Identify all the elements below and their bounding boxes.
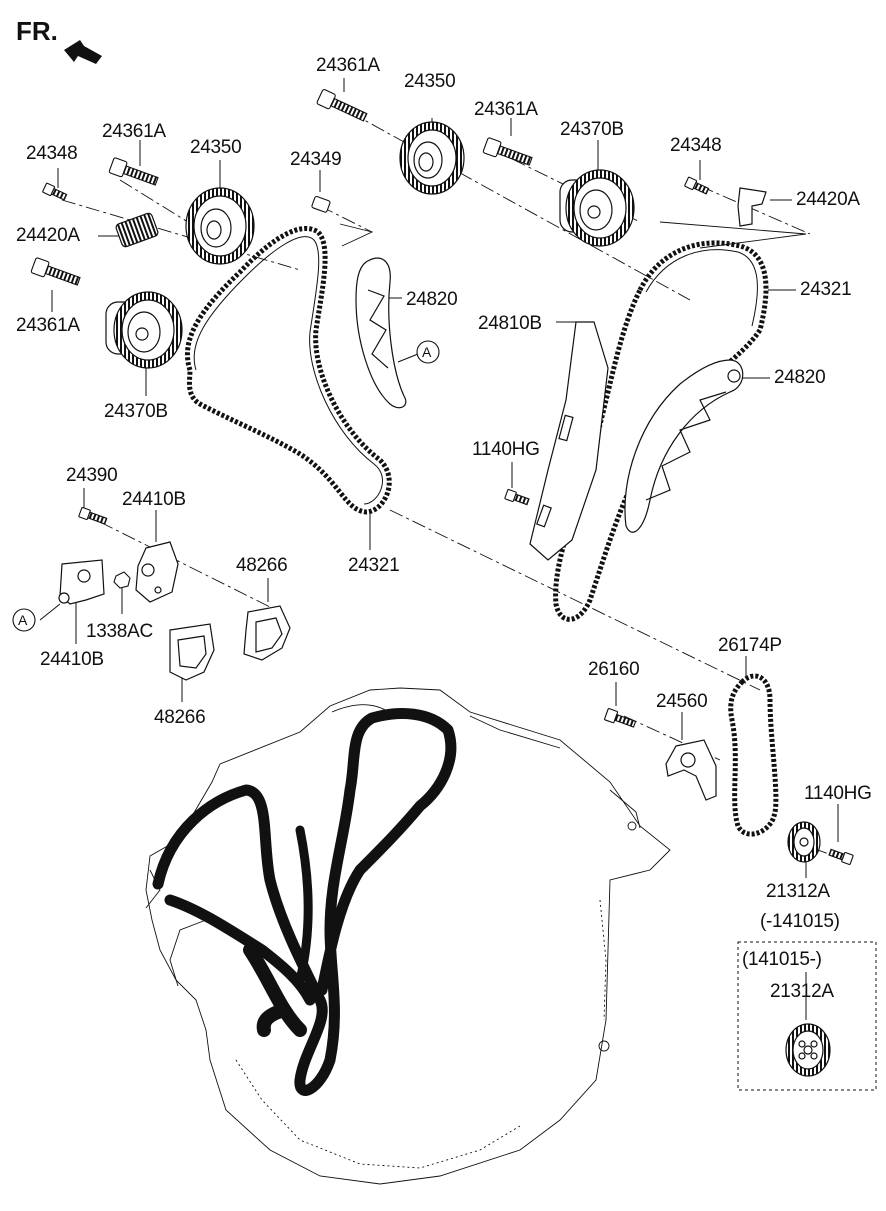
installed-chain-outline [152, 708, 457, 1096]
part-label-24348: 24348 [670, 135, 722, 156]
part-label-24810b: 24810B [478, 313, 542, 334]
part-label-24390: 24390 [66, 465, 118, 486]
part-label-24820: 24820 [406, 289, 458, 310]
part-label-26160: 26160 [588, 659, 640, 680]
callout-a-label: A [422, 344, 432, 360]
part-label-24349: 24349 [290, 149, 342, 170]
part-label-24361a: 24361A [102, 121, 166, 142]
engine-block-outline [145, 687, 671, 1185]
part-label-1140hg: 1140HG [804, 783, 872, 804]
front-direction-label: FR. [16, 16, 58, 46]
part-label-21312a: 21312A [770, 981, 834, 1002]
leader-lines [39, 78, 839, 1020]
part-label-26174p: 26174P [718, 635, 782, 656]
part-label-24321: 24321 [800, 279, 852, 300]
part-label-24370b: 24370B [104, 401, 168, 422]
callout-circle-icons [12, 340, 440, 632]
front-arrow-icon [64, 40, 102, 64]
guide-icons [58, 187, 767, 801]
part-label-24361a: 24361A [316, 55, 380, 76]
part-range-label: (141015-) [742, 949, 822, 970]
part-label-24560: 24560 [656, 691, 708, 712]
part-label-48266: 48266 [236, 555, 288, 576]
part-label-24410b: 24410B [40, 649, 104, 670]
part-label-24370b: 24370B [560, 119, 624, 140]
part-label-24350: 24350 [190, 137, 242, 158]
part-label-24361a: 24361A [474, 99, 538, 120]
callout-a-label: A [18, 612, 28, 628]
part-label-24410b: 24410B [122, 489, 186, 510]
part-label-24361a: 24361A [16, 315, 80, 336]
part-label-24420a: 24420A [796, 189, 860, 210]
part-label-21312a: 21312A [766, 881, 830, 902]
part-label-24820: 24820 [774, 367, 826, 388]
part-label-24348: 24348 [26, 143, 78, 164]
part-label-24350: 24350 [404, 71, 456, 92]
part-label-1338ac: 1338AC [86, 621, 153, 642]
part-label-24321: 24321 [348, 555, 400, 576]
part-range-label: (-141015) [760, 911, 840, 932]
part-label-48266: 48266 [154, 707, 206, 728]
sprocket-icons [105, 121, 831, 1077]
bolt-icons [30, 89, 854, 866]
variant-box [737, 941, 877, 1091]
part-label-1140hg: 1140HG [472, 439, 540, 460]
part-label-24420a: 24420A [16, 225, 80, 246]
